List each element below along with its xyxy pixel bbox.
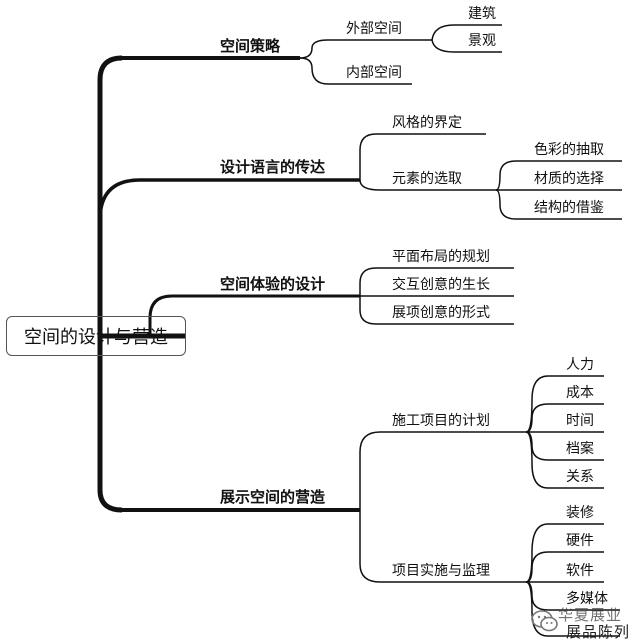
- node-decoration[interactable]: 装修: [566, 505, 594, 521]
- node-time[interactable]: 时间: [566, 413, 594, 429]
- connector-layout: [359, 267, 514, 296]
- connector-landscape: [431, 39, 502, 53]
- root-node[interactable]: 空间的设计与营造: [6, 316, 186, 356]
- connector-elements: [359, 179, 496, 191]
- wechat-icon: [531, 610, 558, 632]
- root-label: 空间的设计与营造: [24, 327, 168, 348]
- connector-structure: [495, 189, 622, 220]
- node-display-arrangement[interactable]: 展品陈列: [566, 623, 631, 641]
- node-color-extraction[interactable]: 色彩的抽取: [534, 142, 604, 158]
- connector-display: [525, 581, 620, 637]
- node-archive[interactable]: 档案: [566, 441, 594, 457]
- node-landscape[interactable]: 景观: [468, 33, 496, 49]
- branch-space-experience[interactable]: 空间体验的设计: [220, 275, 326, 293]
- connector-branch-3: [148, 294, 360, 336]
- connector-branch-2: [98, 178, 360, 221]
- connector-architecture: [431, 24, 502, 41]
- branch-exhibition-space[interactable]: 展示空间的营造: [220, 488, 326, 506]
- node-style-definition[interactable]: 风格的界定: [392, 115, 462, 131]
- node-relations[interactable]: 关系: [566, 469, 594, 485]
- connector-decoration: [525, 523, 604, 583]
- node-exhibit-form[interactable]: 展项创意的形式: [392, 305, 490, 321]
- node-architecture[interactable]: 建筑: [468, 6, 496, 22]
- connector-exhibit: [359, 296, 514, 325]
- connector-outer-space: [299, 39, 432, 59]
- connector-hardware: [525, 551, 604, 583]
- connector-cost: [525, 403, 604, 433]
- node-layout-planning[interactable]: 平面布局的规划: [392, 249, 490, 265]
- node-multimedia[interactable]: 多媒体: [566, 591, 608, 607]
- node-interaction-creativity[interactable]: 交互创意的生长: [392, 277, 490, 293]
- node-outer-space[interactable]: 外部空间: [346, 21, 402, 37]
- connector-style: [359, 133, 486, 180]
- node-implementation[interactable]: 项目实施与监理: [392, 563, 490, 579]
- connector-inner-space: [299, 57, 412, 85]
- node-manpower[interactable]: 人力: [566, 357, 594, 373]
- connector-color: [495, 160, 622, 191]
- node-construction-plan[interactable]: 施工项目的计划: [392, 413, 490, 429]
- connector-manpower: [525, 375, 604, 433]
- branch-space-strategy[interactable]: 空间策略: [220, 37, 281, 55]
- node-hardware[interactable]: 硬件: [566, 533, 594, 549]
- node-material-choice[interactable]: 材质的选择: [534, 171, 604, 187]
- node-software[interactable]: 软件: [566, 563, 594, 579]
- connector-construction-plan: [359, 431, 526, 510]
- node-structure-reference[interactable]: 结构的借鉴: [534, 200, 604, 216]
- node-element-selection[interactable]: 元素的选取: [392, 171, 462, 187]
- node-inner-space[interactable]: 内部空间: [346, 65, 402, 81]
- watermark: 华夏展业 展品陈列: [528, 604, 638, 641]
- node-cost[interactable]: 成本: [566, 385, 594, 401]
- trunk-connector: [97, 55, 186, 513]
- branch-design-language[interactable]: 设计语言的传达: [220, 158, 326, 176]
- watermark-brand: 华夏展业: [558, 606, 623, 624]
- connector-relation: [525, 431, 604, 489]
- connector-implementation: [359, 510, 526, 583]
